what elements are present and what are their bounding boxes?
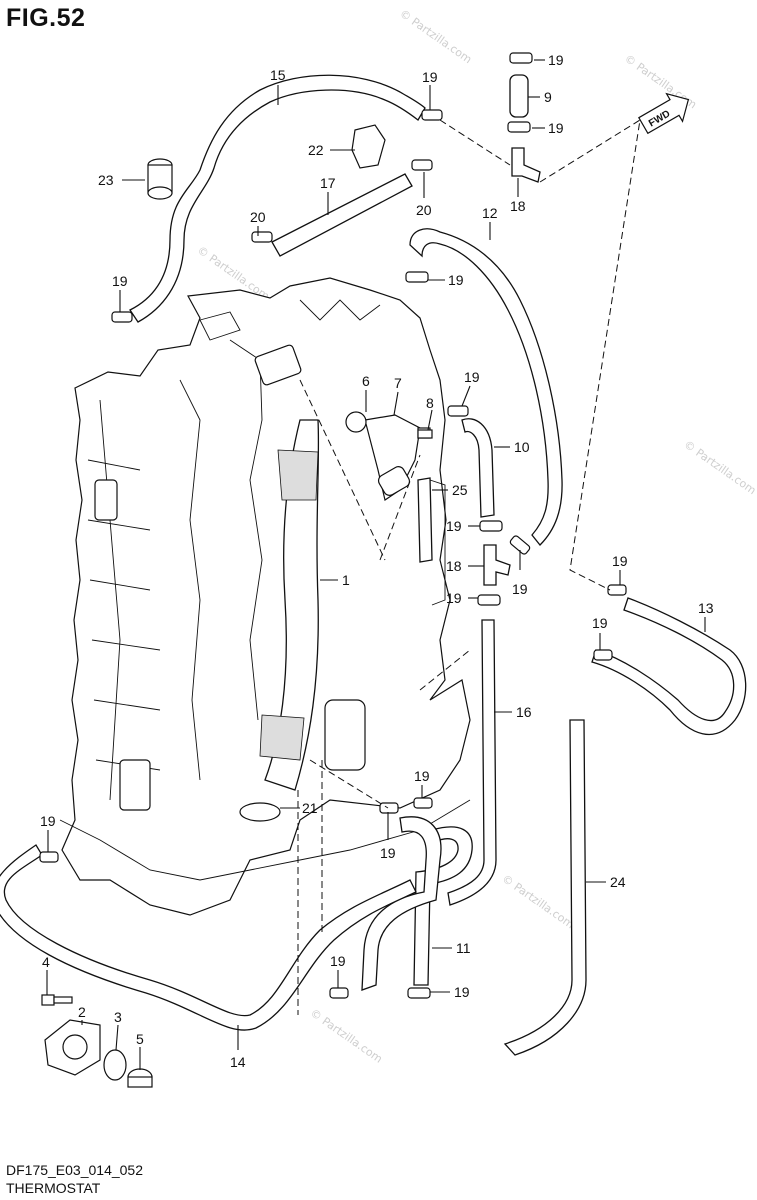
callout-16: 16 [516, 704, 532, 720]
callout-labels: 15 19 19 9 19 22 23 17 20 20 18 12 19 19… [40, 52, 714, 1070]
hose-clamp-20 [251, 159, 433, 243]
leader-lines [46, 59, 706, 1070]
hose-11 [413, 826, 473, 986]
callout-2: 2 [78, 1004, 86, 1020]
hose-14 [0, 844, 417, 1031]
hose-11-lower [361, 816, 442, 991]
engine-block [59, 277, 471, 916]
callout-19: 19 [40, 813, 56, 829]
callout-17: 17 [320, 175, 336, 191]
callout-19: 19 [414, 768, 430, 784]
callout-18: 18 [510, 198, 526, 214]
callout-21: 21 [302, 800, 318, 816]
cover-2 [44, 1019, 101, 1076]
callout-9: 9 [544, 89, 552, 105]
cap-5 [127, 1068, 153, 1088]
hose-clamp-19 [39, 52, 627, 999]
watermark-text: © Partzilla.com [681, 438, 757, 497]
watermark-text: © Partzilla.com [308, 1006, 385, 1065]
hose-12 [409, 228, 563, 546]
callout-20: 20 [416, 202, 432, 218]
figure-title: FIG.52 [6, 4, 86, 32]
hose-10 [461, 418, 495, 518]
callout-19: 19 [446, 518, 462, 534]
hose-1 [254, 344, 320, 791]
o-ring-3 [103, 1049, 127, 1081]
callout-19: 19 [112, 273, 128, 289]
callout-3: 3 [114, 1009, 122, 1025]
bolt-4 [41, 994, 73, 1006]
callout-24: 24 [610, 874, 626, 890]
callout-19: 19 [422, 69, 438, 85]
callout-19: 19 [548, 120, 564, 136]
callout-10: 10 [514, 439, 530, 455]
hose-16 [447, 619, 497, 906]
clamp-21 [239, 802, 281, 822]
figure-name: THERMOSTAT [6, 1180, 101, 1196]
callout-8: 8 [426, 395, 434, 411]
callout-20: 20 [250, 209, 266, 225]
pipe-25 [417, 477, 446, 606]
clip-22 [351, 124, 386, 169]
callout-4: 4 [42, 954, 50, 970]
hose-17 [271, 173, 413, 257]
callout-14: 14 [230, 1054, 246, 1070]
callout-19: 19 [548, 52, 564, 68]
watermark-text: © Partzilla.com [397, 7, 474, 66]
callout-25: 25 [452, 482, 468, 498]
hose-9 [509, 74, 529, 118]
callout-19: 19 [512, 581, 528, 597]
callout-19: 19 [448, 272, 464, 288]
callout-5: 5 [136, 1031, 144, 1047]
callout-19: 19 [464, 369, 480, 385]
callout-19: 19 [454, 984, 470, 1000]
callout-22: 22 [308, 142, 324, 158]
callout-13: 13 [698, 600, 714, 616]
callout-19: 19 [330, 953, 346, 969]
callout-1: 1 [342, 572, 350, 588]
grommet-23 [147, 158, 173, 200]
callout-19: 19 [446, 590, 462, 606]
callout-19: 19 [612, 553, 628, 569]
model-code: DF175_E03_014_052 [6, 1162, 144, 1178]
callout-7: 7 [394, 375, 402, 391]
callout-19: 19 [592, 615, 608, 631]
bolt-8 [417, 429, 433, 439]
watermark-text: © Partzilla.com [499, 872, 576, 931]
hose-24 [503, 719, 587, 1056]
joint-18-top [511, 147, 541, 183]
callout-6: 6 [362, 373, 370, 389]
callout-18: 18 [446, 558, 462, 574]
callout-15: 15 [270, 67, 286, 83]
callout-23: 23 [98, 172, 114, 188]
callout-11: 11 [456, 940, 471, 956]
callout-12: 12 [482, 205, 498, 221]
reference-dashed-lines [297, 119, 641, 1015]
hose-13 [591, 597, 747, 736]
joint-18-mid [483, 544, 511, 586]
callout-19: 19 [380, 845, 396, 861]
